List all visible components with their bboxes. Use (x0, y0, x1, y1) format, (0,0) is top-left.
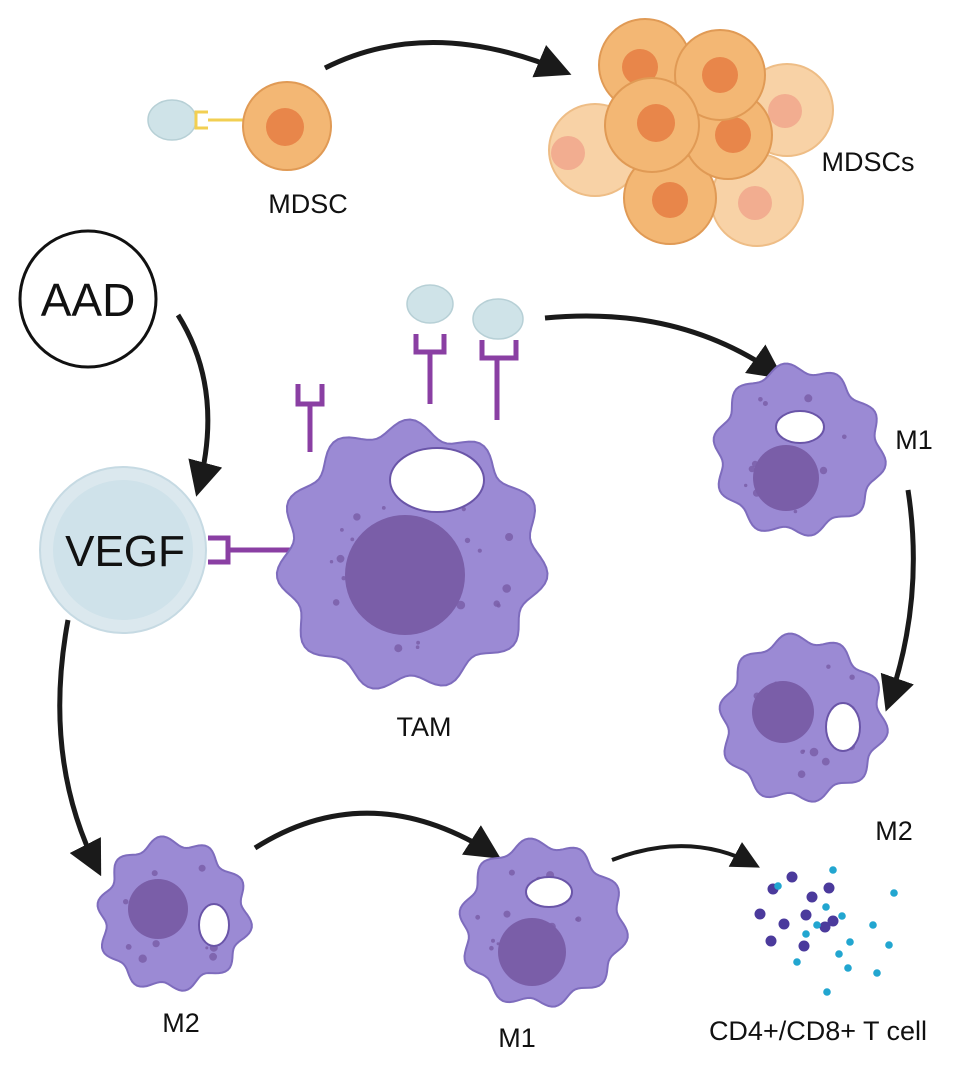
m1-right-label: M1 (895, 425, 933, 455)
m2-right-label: M2 (875, 816, 913, 846)
receptor-icon (194, 110, 245, 130)
ligand-icon (147, 99, 197, 141)
receptor-icon (295, 384, 325, 452)
tam-macrophage-icon (275, 418, 549, 690)
vegf-node: VEGF (39, 466, 207, 634)
ligand-icon (472, 298, 524, 340)
m2-right-macrophage-icon (718, 632, 889, 803)
m1-bottom-macrophage-icon (458, 837, 629, 1008)
vacuole (198, 903, 230, 947)
arrow-m1-to-m2 (880, 489, 916, 712)
mdsc-cell-icon (147, 81, 332, 171)
m2-bottom-macrophage-icon (96, 835, 253, 992)
vacuole (525, 876, 573, 908)
ligand-icon (406, 284, 454, 324)
aad-node: AAD (18, 229, 158, 369)
m1-right-macrophage-icon (712, 362, 887, 537)
vegf-label: VEGF (65, 527, 185, 576)
arrow-m1-to-tcell (611, 842, 760, 868)
mdscs-label: MDSCs (822, 147, 915, 177)
mdscs-cluster-icon (548, 18, 834, 247)
arrow-tam-to-m1 (544, 313, 784, 380)
arrow-m2-to-m1 (253, 810, 501, 859)
arrow-mdsc-to-mdscs (323, 39, 572, 78)
vacuole (389, 447, 485, 513)
tam-label: TAM (397, 712, 452, 742)
receptor-icon (479, 340, 519, 420)
nucleus (752, 681, 814, 743)
arrow-vegf-to-m2 (57, 619, 102, 877)
mdsc-label: MDSC (268, 189, 348, 219)
aad-label: AAD (41, 274, 136, 326)
m1-bottom-label: M1 (498, 1023, 536, 1053)
macrophages (96, 362, 889, 1008)
arrow-aad-to-vegf (175, 313, 223, 497)
vacuole (825, 702, 861, 752)
tam-receptors (208, 334, 519, 565)
nucleus (498, 918, 566, 986)
t-cell-dots-icon (754, 866, 898, 996)
receptor-icon (413, 334, 447, 404)
nucleus (753, 445, 819, 511)
receptor-icon (208, 535, 290, 565)
m2-bottom-label: M2 (162, 1008, 200, 1038)
nucleus (345, 515, 465, 635)
t-cell-label: CD4+/CD8+ T cell (709, 1016, 927, 1046)
arrows (57, 39, 916, 877)
vacuole (775, 410, 825, 444)
nucleus (128, 879, 188, 939)
